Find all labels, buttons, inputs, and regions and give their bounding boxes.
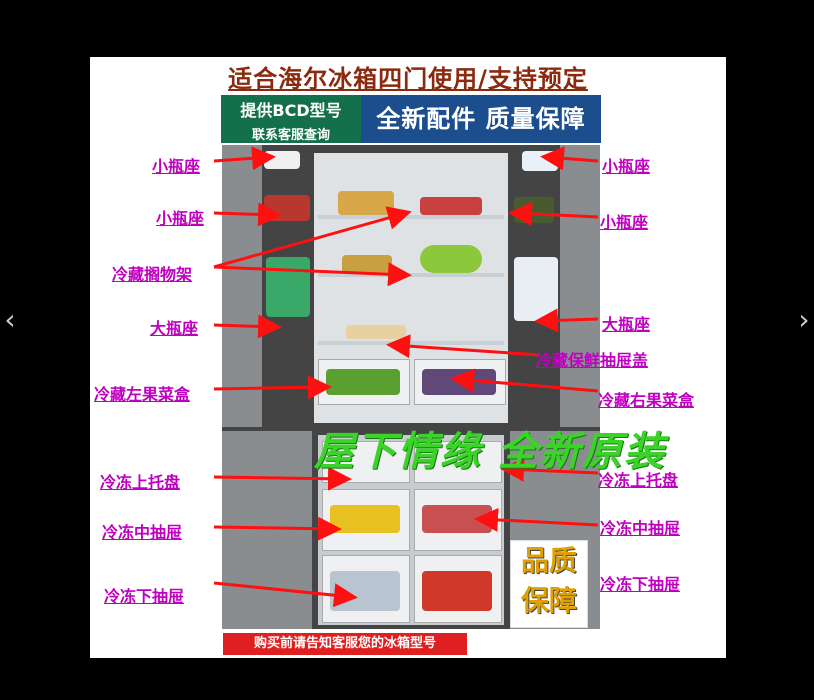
label-right-1: 小瓶座: [602, 157, 651, 176]
label-left-3: 冷藏搁物架: [112, 265, 193, 284]
left-freezer-door: [222, 431, 312, 629]
green-pot: [420, 245, 482, 273]
quality-line-2: 保障: [520, 584, 577, 617]
left-door-big-bottles: [266, 257, 310, 317]
label-right-7: 冷冻中抽屉: [600, 519, 681, 538]
quality-badge: 品质 保障: [510, 540, 588, 628]
next-arrow-icon[interactable]: ›: [798, 303, 810, 336]
left-upper-door: [222, 145, 262, 427]
label-right-8: 冷冻下抽屉: [600, 575, 681, 594]
quality-line-1: 品质: [520, 544, 577, 577]
label-left-8: 冷冻下抽屉: [104, 587, 185, 606]
badge-line-1: 提供BCD型号: [240, 101, 342, 120]
badge-line-2: 联系客服查询: [251, 128, 330, 143]
label-right-4: 冷藏保鲜抽屉盖: [536, 351, 649, 370]
label-left-6: 冷冻上托盘: [100, 473, 181, 492]
vegetables: [326, 369, 400, 395]
fruit-basket: [338, 191, 394, 215]
food-containers: [420, 197, 482, 215]
title: 适合海尔冰箱四门使用/支持预定: [228, 65, 588, 93]
label-right-3: 大瓶座: [602, 315, 651, 334]
label-left-2: 小瓶座: [156, 209, 205, 228]
shelf-3: [318, 341, 504, 345]
bcd-model-badge: 提供BCD型号 联系客服查询: [221, 95, 361, 143]
prev-arrow-icon[interactable]: ‹: [4, 303, 16, 336]
label-left-5: 冷藏左果菜盒: [94, 385, 191, 404]
product-image: 适合海尔冰箱四门使用/支持预定 提供BCD型号 联系客服查询 全新配件 质量保障: [90, 57, 726, 658]
freezer-upper-tray-right: [414, 441, 502, 483]
label-right-2: 小瓶座: [600, 213, 649, 232]
label-left-4: 大瓶座: [150, 319, 199, 338]
label-right-6: 冷冻上托盘: [598, 471, 679, 490]
label-right-5: 冷藏右果菜盒: [598, 391, 695, 410]
pointer-arrows: [213, 146, 599, 608]
footer-notice: 购买前请告知客服您的冰箱型号: [223, 633, 467, 655]
jars: [342, 255, 392, 273]
label-left-7: 冷冻中抽屉: [102, 523, 183, 542]
right-upper-door: [560, 145, 600, 427]
brand-watermark: 屋下情缘 全新原装: [314, 429, 666, 475]
label-left-1: 小瓶座: [152, 157, 201, 176]
quality-banner: 全新配件 质量保障: [361, 95, 601, 143]
frozen-crabs: [422, 571, 492, 611]
